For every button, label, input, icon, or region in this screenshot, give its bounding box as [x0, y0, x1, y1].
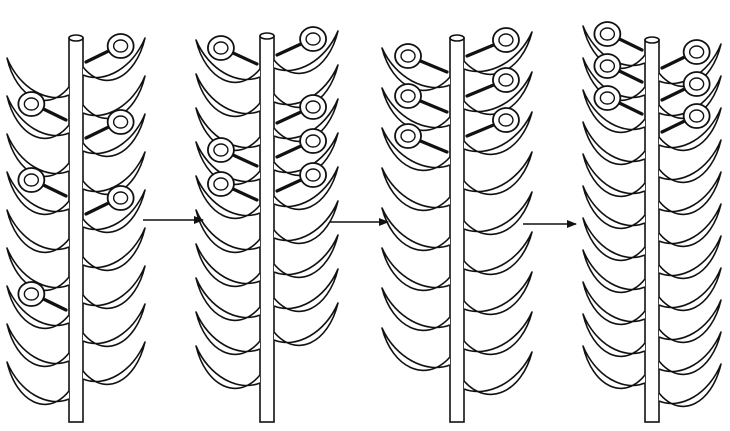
sporangium-stalk	[617, 38, 642, 50]
arrow-stage-2-to-3	[330, 218, 389, 226]
sporangium-stalk	[41, 298, 66, 310]
sporangium-core	[690, 78, 704, 90]
sporangium-stalk	[418, 60, 447, 72]
sporangium-core	[600, 60, 614, 72]
sporangium-core	[214, 42, 228, 54]
leaflet-right	[464, 232, 532, 274]
sporangium-core	[401, 50, 415, 62]
leaflet-right	[464, 272, 532, 314]
sporangium-stalk	[86, 50, 111, 62]
fern-stage-4	[583, 22, 721, 422]
sporangium-stalk	[277, 179, 303, 191]
stem	[450, 38, 464, 422]
leaflet-left	[382, 208, 450, 250]
stem	[260, 36, 274, 422]
sporangium-core	[24, 174, 38, 186]
sporangium-stalk	[467, 44, 496, 56]
leaflet-right	[83, 228, 145, 270]
sporangium-stalk	[467, 124, 496, 136]
stem-top	[260, 33, 274, 39]
sporangium-stalk	[86, 202, 111, 214]
leaflet-right	[83, 304, 145, 346]
sporangium-stalk	[418, 140, 447, 152]
leaflet-left	[382, 328, 450, 370]
sporangium-stalk	[41, 184, 66, 196]
sporangium-stalk	[662, 120, 687, 132]
leaflet-right	[464, 352, 532, 394]
stem-top	[645, 37, 659, 43]
leaflet-left	[7, 362, 69, 404]
sporangium-core	[499, 34, 513, 46]
sporangium-stalk	[277, 111, 303, 123]
sporangium-core	[306, 33, 320, 45]
leaflet-left	[7, 324, 69, 366]
sporangium-stalk	[231, 154, 257, 166]
sporangium-core	[401, 130, 415, 142]
sporangium-core	[306, 135, 320, 147]
leaflet-left	[382, 168, 450, 210]
arrow-head	[567, 220, 577, 228]
fern-stage-2	[196, 27, 338, 422]
sporangium-core	[690, 110, 704, 122]
sporangium-stalk	[617, 102, 642, 114]
sporangium-stalk	[617, 70, 642, 82]
leaflet-left	[382, 288, 450, 330]
sporangium-core	[690, 46, 704, 58]
leaflet-right	[83, 342, 145, 384]
sporangium-core	[24, 98, 38, 110]
sporangium-stalk	[418, 100, 447, 112]
sporangium-core	[600, 92, 614, 104]
sporangium-core	[499, 74, 513, 86]
sporangium-stalk	[662, 56, 687, 68]
stem-top	[69, 35, 83, 41]
sporangium-core	[306, 101, 320, 113]
fern-stage-1	[7, 34, 145, 422]
sporangium-core	[401, 90, 415, 102]
sporangium-stalk	[662, 88, 687, 100]
sporangium-core	[114, 40, 128, 52]
sporangium-core	[114, 116, 128, 128]
sporangium-core	[114, 192, 128, 204]
sporangium-core	[214, 178, 228, 190]
sporangium-core	[306, 169, 320, 181]
leaflet-right	[464, 312, 532, 354]
sporangium-stalk	[41, 108, 66, 120]
stem	[69, 38, 83, 422]
leaflet-right	[464, 192, 532, 234]
sporangium-stalk	[231, 188, 257, 200]
leaflet-left	[7, 210, 69, 252]
leaflet-left	[382, 248, 450, 290]
leaflet-right	[83, 266, 145, 308]
sporangium-stalk	[86, 126, 111, 138]
arrow-stage-1-to-2	[143, 216, 204, 224]
sporangium-stalk	[277, 145, 303, 157]
stem	[645, 40, 659, 422]
sporangium-stalk	[277, 43, 303, 55]
sporangium-core	[214, 144, 228, 156]
sporangium-stalk	[467, 84, 496, 96]
sporangium-stalk	[231, 52, 257, 64]
sporangium-core	[499, 114, 513, 126]
sporangium-core	[24, 288, 38, 300]
sporangium-core	[600, 28, 614, 40]
leaflet-right	[464, 152, 532, 194]
arrow-stage-3-to-4	[523, 220, 577, 228]
stem-top	[450, 35, 464, 41]
fern-stage-3	[382, 28, 532, 422]
